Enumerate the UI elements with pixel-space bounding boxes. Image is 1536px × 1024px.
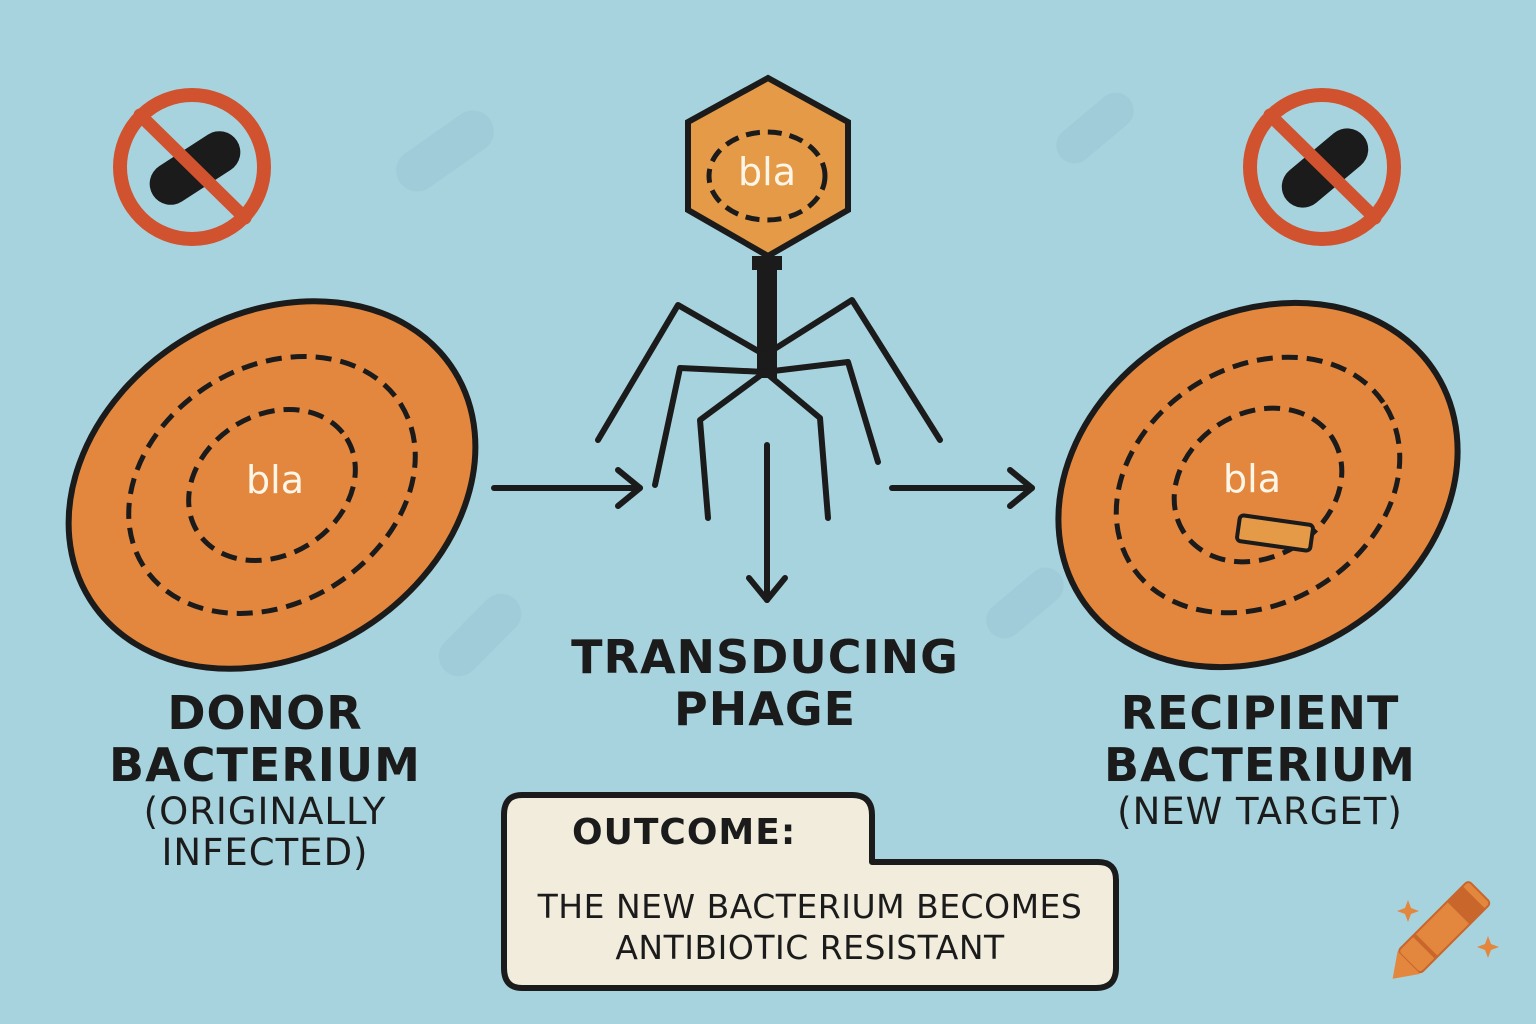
arrow-down-icon [746, 442, 788, 603]
donor-gene-label: bla [246, 458, 304, 502]
crayon-logo-icon [1392, 881, 1499, 979]
outcome-text-line-1: THE NEW BACTERIUM BECOMES [537, 887, 1083, 926]
transducing-phage [595, 74, 943, 521]
phage-title-line-2: PHAGE [674, 681, 856, 736]
donor-bacterium-label: DONOR BACTERIUM (ORIGINALLY INFECTED) [90, 686, 440, 875]
outcome-text: THE NEW BACTERIUM BECOMES ANTIBIOTIC RES… [522, 886, 1098, 969]
phage-title-line-1: TRANSDUCING [571, 630, 959, 684]
phage-gene-label: bla [738, 150, 796, 194]
background-pill-decoration [396, 92, 1134, 677]
recipient-bacterium [1055, 299, 1461, 671]
donor-subtitle-line-2: INFECTED) [161, 831, 369, 875]
dna-fragment [1235, 513, 1315, 553]
outcome-text-line-2: ANTIBIOTIC RESISTANT [615, 928, 1005, 968]
outcome-box: OUTCOME: THE NEW BACTERIUM BECOMES ANTIB… [500, 790, 1120, 990]
arrow-right-icon [491, 467, 643, 509]
outcome-title: OUTCOME: [572, 812, 797, 853]
outcome-box-outline [501, 792, 1119, 991]
donor-bacterium [65, 298, 479, 672]
phage-label: TRANSDUCING PHAGE [540, 630, 990, 736]
recipient-title: RECIPIENT BACTERIUM [1104, 686, 1416, 792]
donor-title: DONOR BACTERIUM [109, 686, 421, 792]
recipient-gene-label: bla [1223, 457, 1281, 501]
no-antibiotic-icon [1243, 88, 1401, 246]
donor-subtitle-line-1: (ORIGINALLY [143, 790, 387, 834]
recipient-subtitle: (NEW TARGET) [1117, 790, 1403, 834]
arrow-right-icon [889, 467, 1035, 509]
recipient-bacterium-label: RECIPIENT BACTERIUM (NEW TARGET) [1070, 686, 1450, 834]
no-antibiotic-icon [113, 88, 271, 246]
